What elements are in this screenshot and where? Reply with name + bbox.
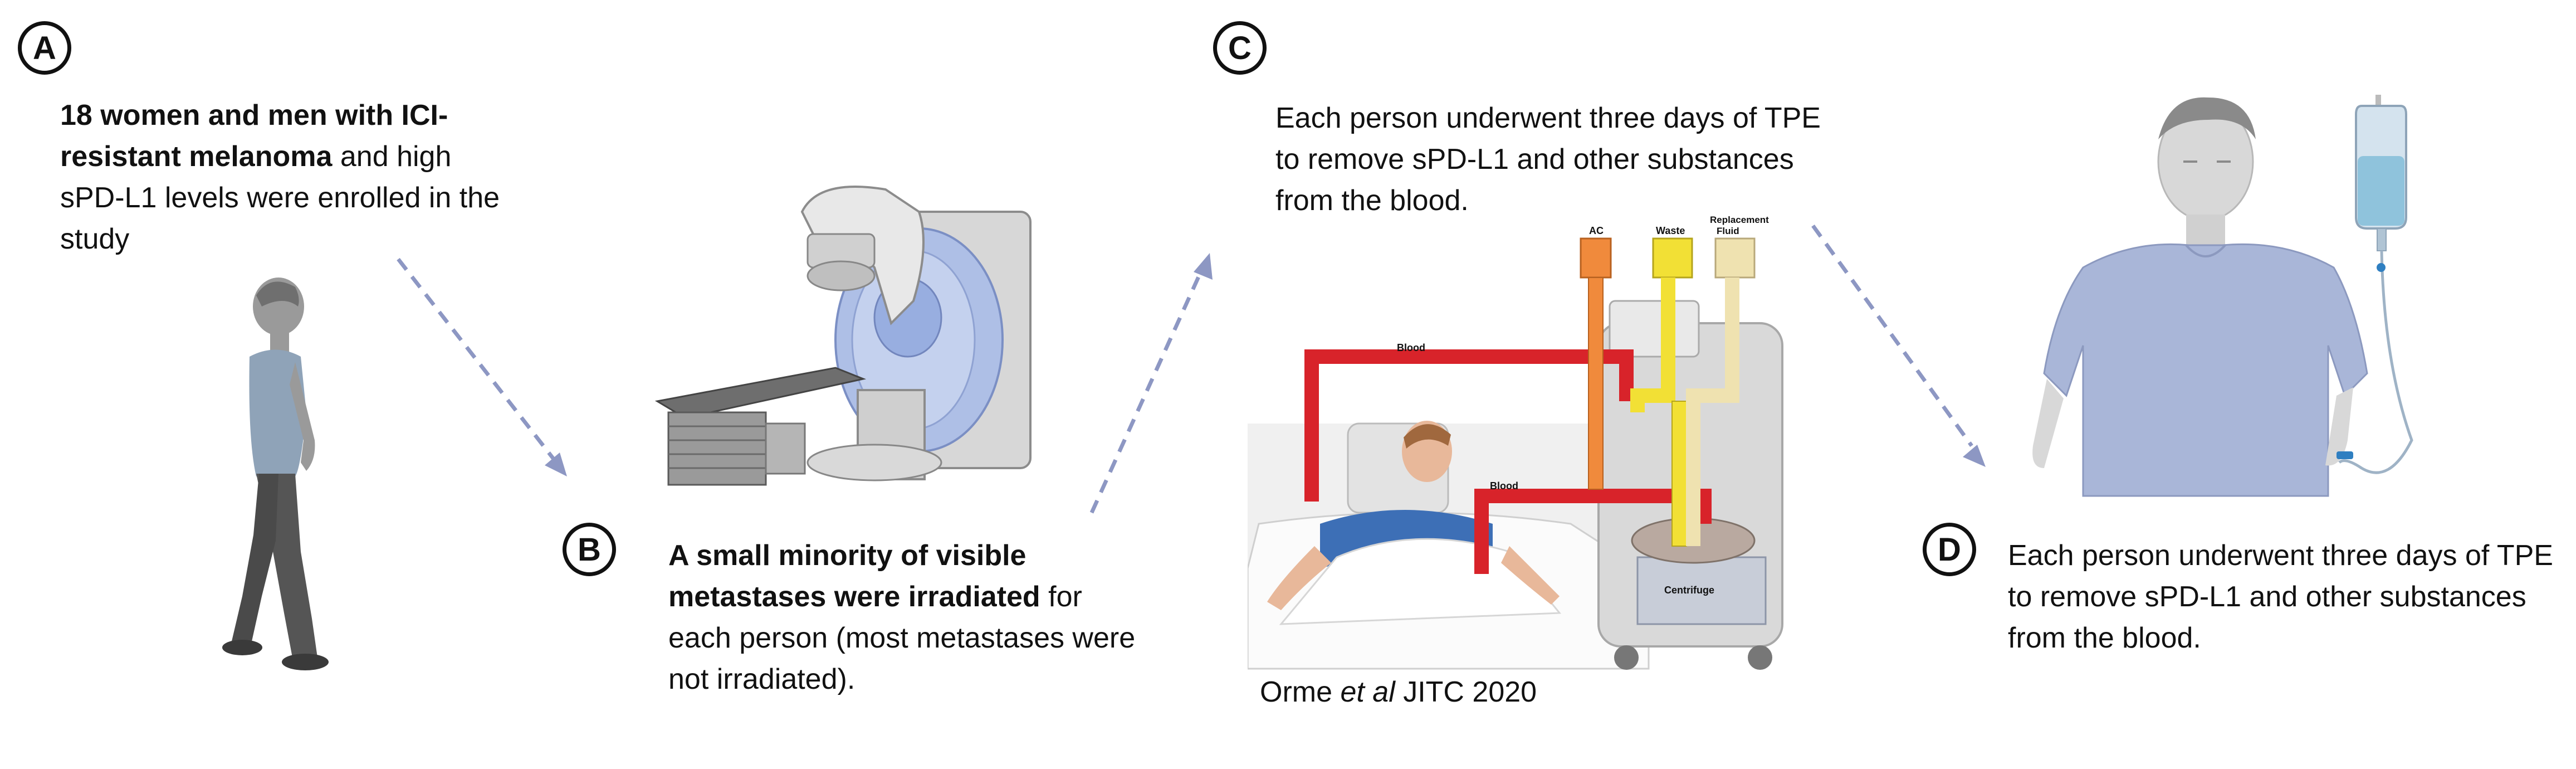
panel-label-a-text: A [33,30,56,66]
panel-label-c: C [1213,21,1267,75]
caption-a-rest: and high sPD-L1 levels were enrolled in … [60,140,500,255]
label-blood-top: Blood [1397,342,1425,353]
patient-iv-illustration [2032,95,2413,497]
panel-label-d: D [1923,523,1976,576]
label-blood-lower: Blood [1490,480,1518,491]
source-etal: et al [1340,676,1395,708]
caption-b-rest: for each person (most metastases were no… [668,581,1136,695]
caption-d: Each person underwent three days of TPE … [2008,535,2570,659]
label-waste: Waste [1656,225,1685,236]
caption-a: 18 women and men with ICI-resistant mela… [60,95,500,260]
label-replacement-line2: Fluid [1717,226,1739,236]
panel-label-a: A [18,21,71,75]
panel-label-b: B [563,523,616,576]
label-centrifuge: Centrifuge [1664,585,1714,596]
caption-b: A small minority of visible metastases w… [668,535,1136,700]
panel-label-c-text: C [1228,30,1252,66]
label-ac: AC [1589,225,1604,236]
label-replacement-line1: Replacement [1710,215,1769,225]
source-citation: Orme et al JITC 2020 [1260,675,1537,709]
source-author: Orme [1260,676,1341,708]
radiotherapy-machine-illustration [654,186,1032,486]
arrow-b-to-c [1089,253,1213,514]
arrow-c-to-d [1811,224,1986,467]
walking-person-illustration [222,278,329,670]
tpe-illustration: AC Waste Replacement Fluid Blood Blood C… [1248,215,1783,670]
arrow-a-to-b [397,257,567,476]
panel-label-b-text: B [578,531,601,568]
caption-c: Each person underwent three days of TPE … [1275,98,1838,221]
panel-label-d-text: D [1938,531,1961,568]
caption-a-bold: 18 women and men with ICI-resistant mela… [60,99,448,173]
caption-b-bold: A small minority of visible metastases w… [668,539,1040,613]
caption-d-text: Each person underwent three days of TPE … [2008,539,2553,654]
source-journal: JITC 2020 [1395,676,1537,708]
caption-c-text: Each person underwent three days of TPE … [1275,102,1821,217]
